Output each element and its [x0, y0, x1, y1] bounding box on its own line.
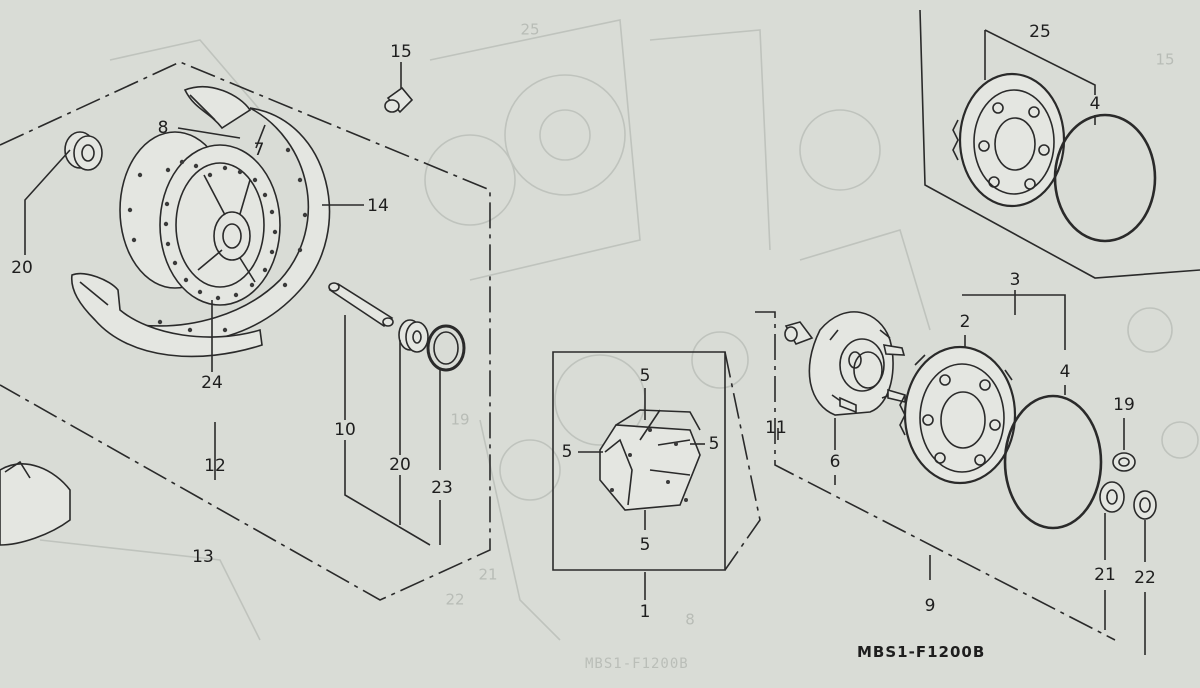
ghost-label-19: 19: [450, 411, 469, 429]
ghost-label-22: 22: [445, 591, 464, 609]
damper-group: [552, 351, 761, 600]
callout-19: 19: [1113, 395, 1135, 415]
ghost-drawing-code: MBS1-F1200B: [585, 656, 689, 672]
callout-1: 1: [640, 602, 651, 622]
wheel-rim: [119, 131, 308, 333]
ghost-background-drawing: 25 15 19 22 21 8 MBS1-F1200B: [39, 19, 1199, 672]
callout-4-lower: 4: [1060, 362, 1071, 382]
flange-bearing: [1099, 481, 1125, 513]
axle-collar: [328, 282, 394, 328]
wheel-group: [0, 61, 491, 601]
tire: [70, 85, 331, 358]
ghost-label-21: 21: [478, 566, 497, 584]
callout-15: 15: [390, 42, 412, 62]
callout-3: 3: [1010, 270, 1021, 290]
callout-20a: 20: [11, 258, 33, 278]
callout-9: 9: [925, 596, 936, 616]
callout-13: 13: [192, 547, 214, 567]
callout-23: 23: [431, 478, 453, 498]
callout-14: 14: [367, 196, 389, 216]
sprocket-kit-group: [919, 9, 1200, 279]
kit-sprocket: [952, 72, 1066, 208]
ghost-label-25: 25: [520, 21, 539, 39]
callout-25: 25: [1029, 22, 1051, 42]
tire-fragment: [0, 460, 71, 546]
drawing-code: MBS1-F1200B: [857, 643, 985, 661]
kit-o-ring: [1053, 113, 1157, 243]
callout-11: 11: [765, 418, 787, 438]
callout-12: 12: [204, 456, 226, 476]
flange: [808, 311, 906, 416]
oil-seal-22: [1133, 490, 1157, 520]
callout-24: 24: [201, 373, 223, 393]
left-bearing: [64, 131, 103, 171]
callout-21: 21: [1094, 565, 1116, 585]
callout-4-upper: 4: [1090, 94, 1101, 114]
callout-8: 8: [158, 118, 169, 138]
callout-10: 10: [334, 420, 356, 440]
callout-5-bottom: 5: [640, 535, 651, 555]
callout-20b: 20: [389, 455, 411, 475]
stud-bolt: [784, 321, 814, 345]
oil-seal-23: [426, 324, 466, 372]
callout-5-top: 5: [640, 366, 651, 386]
driven-flange-group: [755, 290, 1157, 655]
o-ring: [1003, 394, 1103, 530]
callout-7: 7: [254, 140, 265, 160]
ghost-label-15: 15: [1155, 51, 1174, 69]
right-bearing: [398, 319, 429, 353]
final-driven-sprocket: [899, 345, 1017, 485]
callout-5-right: 5: [709, 434, 720, 454]
callouts: 15 8 7 14 20 24 12 13 10 20 23 5 5 5 5 1…: [11, 22, 1156, 622]
ghost-label-8: 8: [685, 611, 695, 629]
callout-22: 22: [1134, 568, 1156, 588]
flange-nut: [1112, 452, 1136, 472]
callout-5-left: 5: [562, 442, 573, 462]
valve-cap: [384, 86, 414, 114]
callout-2: 2: [960, 312, 971, 332]
damper-rubber: [599, 409, 701, 511]
callout-6: 6: [830, 452, 841, 472]
